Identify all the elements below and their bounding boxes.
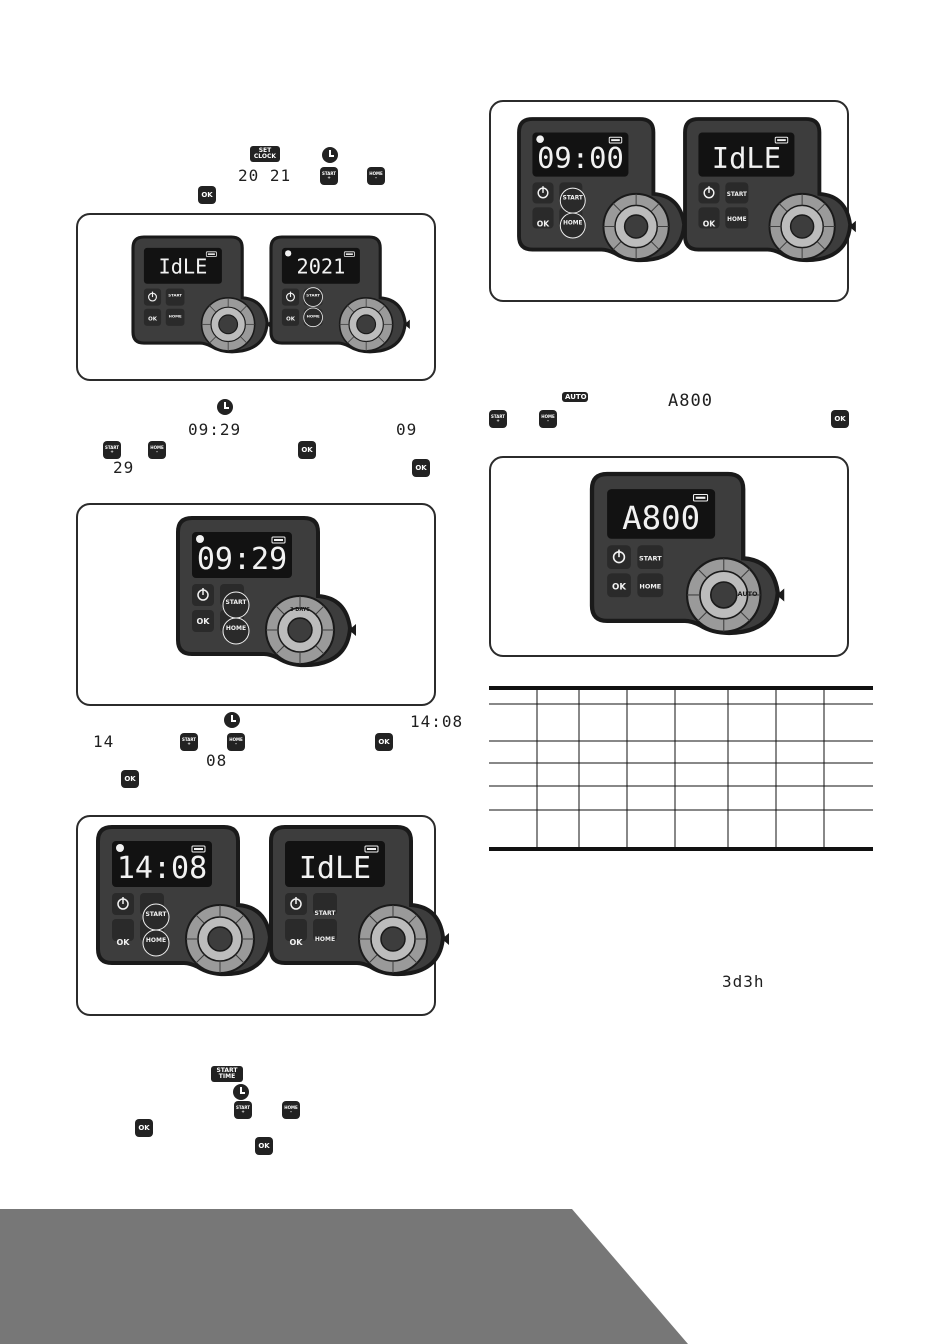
start-plus-key-icon: START+ bbox=[234, 1101, 252, 1119]
time-readout: 14:08 bbox=[410, 712, 464, 731]
clock-icon bbox=[224, 712, 240, 728]
hour-readout: 09 bbox=[396, 420, 418, 439]
minute-readout: 08 bbox=[206, 751, 228, 770]
ok-key-icon: OK bbox=[412, 459, 430, 477]
year-readout: 20 21 bbox=[238, 166, 292, 185]
home-minus-key-icon: HOME– bbox=[282, 1101, 300, 1119]
clock-icon bbox=[233, 1084, 249, 1100]
set-clock-key-icon: SET CLOCK bbox=[250, 146, 280, 162]
figure-frame-set-hour bbox=[76, 503, 436, 706]
figure-frame-start-time bbox=[489, 100, 849, 302]
auto-code-readout: A800 bbox=[668, 391, 713, 411]
footer-band bbox=[0, 1209, 688, 1344]
hour-readout: 14 bbox=[93, 732, 115, 751]
home-minus-key-icon: HOME– bbox=[367, 167, 385, 185]
start-time-key-icon: START TIME bbox=[211, 1066, 243, 1082]
home-minus-key-icon: HOME– bbox=[148, 441, 166, 459]
ok-key-icon: OK bbox=[255, 1137, 273, 1155]
figure-frame-set-year bbox=[76, 213, 436, 381]
minute-readout: 29 bbox=[113, 458, 135, 477]
clock-icon bbox=[322, 147, 338, 163]
ok-key-icon: OK bbox=[198, 186, 216, 204]
start-plus-key-icon: START+ bbox=[320, 167, 338, 185]
home-minus-key-icon: HOME– bbox=[539, 410, 557, 428]
ok-key-icon: OK bbox=[298, 441, 316, 459]
start-plus-key-icon: START+ bbox=[180, 733, 198, 751]
start-plus-key-icon: START+ bbox=[489, 410, 507, 428]
ok-key-icon: OK bbox=[121, 770, 139, 788]
start-plus-key-icon: START+ bbox=[103, 441, 121, 459]
figure-frame-auto bbox=[489, 456, 849, 657]
clock-icon bbox=[217, 399, 233, 415]
time-readout: 09:29 bbox=[188, 420, 242, 439]
figure-frame-set-minute bbox=[76, 815, 436, 1016]
ok-key-icon: OK bbox=[375, 733, 393, 751]
ok-key-icon: OK bbox=[831, 410, 849, 428]
countdown-readout: 3d3h bbox=[722, 972, 765, 991]
auto-key-icon: AUTO bbox=[562, 392, 588, 402]
home-minus-key-icon: HOME– bbox=[227, 733, 245, 751]
ok-key-icon: OK bbox=[135, 1119, 153, 1137]
